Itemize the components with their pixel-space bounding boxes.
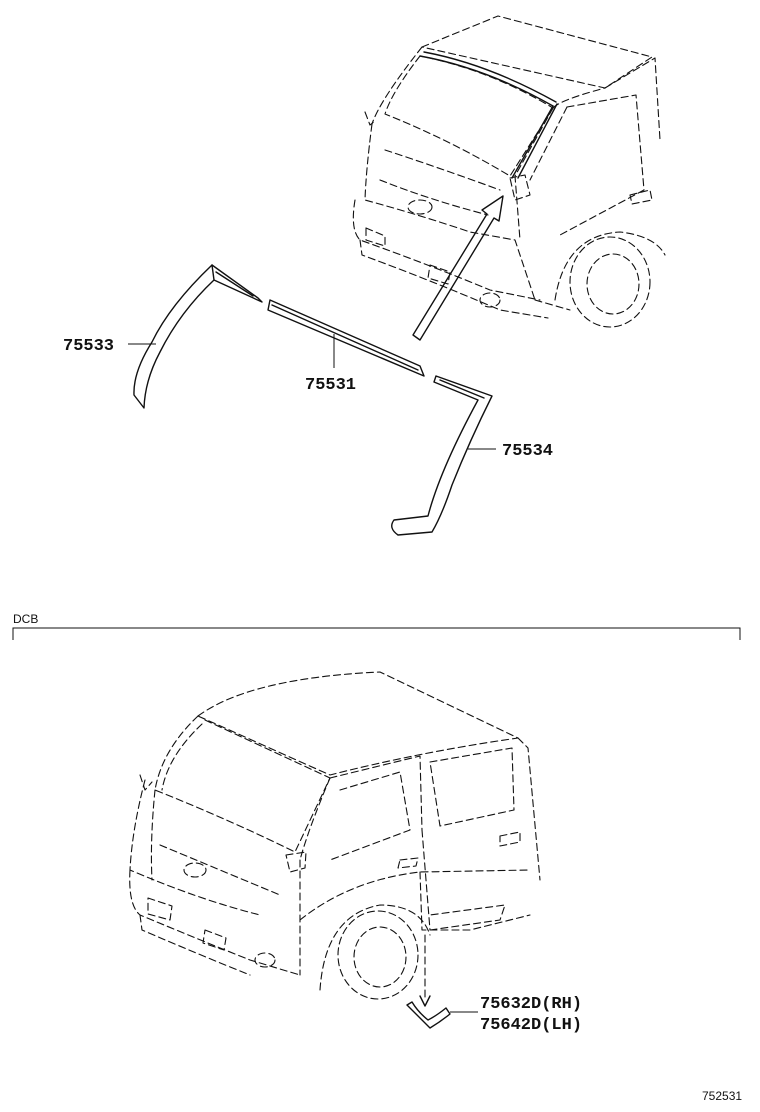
label-75534: 75534 xyxy=(502,442,553,461)
van-outline-bottom xyxy=(129,671,541,1000)
section-label-dcb: DCB xyxy=(13,612,38,626)
label-75531: 75531 xyxy=(305,376,356,395)
windshield-molding-on-truck xyxy=(419,51,558,179)
location-arrow-bottom xyxy=(419,934,431,1007)
part-75531-shape xyxy=(267,299,425,377)
truck-cab-outline-top xyxy=(352,15,666,328)
label-75642d-lh: 75642D(LH) xyxy=(480,1016,582,1035)
part-75533-shape xyxy=(133,264,263,409)
label-75533: 75533 xyxy=(63,337,114,356)
step-pad-part-shape xyxy=(406,1001,451,1029)
illustration-number: 752531 xyxy=(702,1089,742,1103)
label-75632d-rh: 75632D(RH) xyxy=(480,995,582,1014)
leader-lines-top xyxy=(128,334,496,450)
part-75534-shape xyxy=(391,375,493,536)
dcb-section-bracket xyxy=(12,627,741,640)
location-arrow-top xyxy=(412,195,504,341)
